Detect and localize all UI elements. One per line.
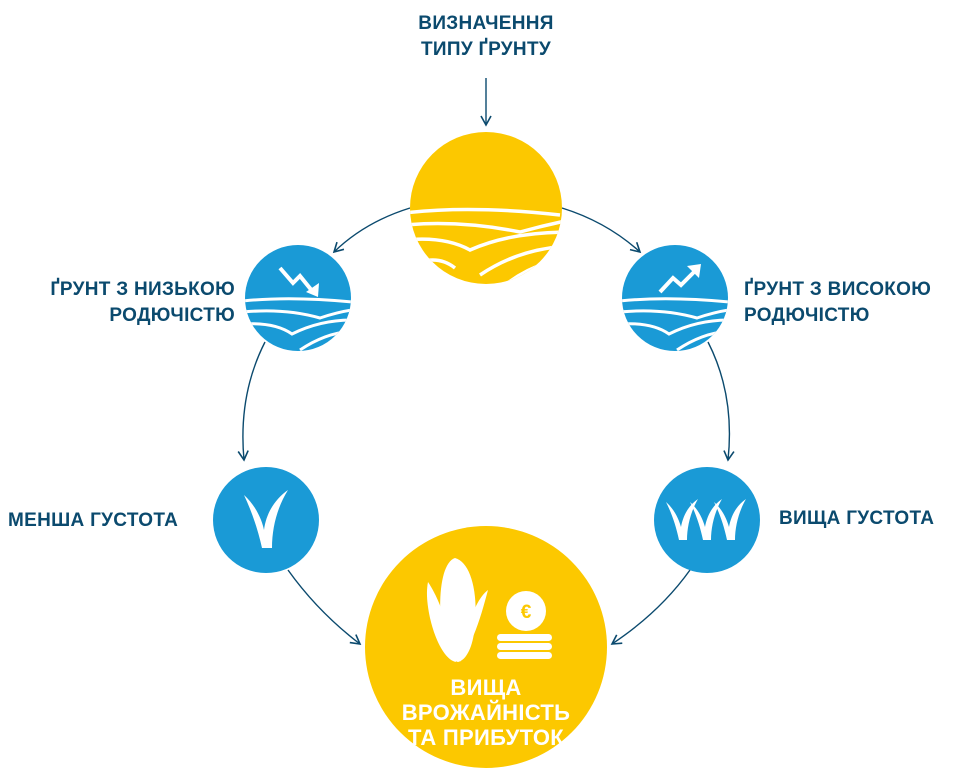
low-soil-node: [245, 245, 351, 351]
arrow-high-soil-to-high-density: [707, 341, 735, 462]
start-label: ВИЗНАЧЕННЯ ТИПУ ҐРУНТУ: [386, 11, 586, 63]
high-soil-node: [622, 245, 728, 351]
arrow-low-density-to-result: [287, 569, 362, 645]
result-label-line2: ВРОЖАЙНІСТЬ: [401, 700, 571, 725]
arrow-low-soil-to-low-density: [237, 341, 266, 462]
three-plants-icon: [666, 499, 746, 540]
low-soil-label: ҐРУНТ З НИЗЬКОЮ РОДЮЧІСТЮ: [10, 277, 235, 329]
fields-trend-down-icon: [245, 266, 351, 351]
start-label-line1: ВИЗНАЧЕННЯ: [418, 13, 554, 34]
high-soil-label-line1: ҐРУНТ З ВИСОКОЮ: [744, 279, 932, 300]
arrow-start-to-high-soil: [561, 207, 642, 254]
result-node: €: [365, 526, 607, 768]
arrow-start-to-low-soil: [332, 207, 411, 254]
low-density-label: МЕНША ГУСТОТА: [8, 510, 179, 531]
result-label-line3: ТА ПРИБУТОК: [407, 725, 565, 750]
low-soil-label-line1: ҐРУНТ З НИЗЬКОЮ: [50, 279, 235, 300]
single-plant-icon: [244, 490, 288, 548]
connectors: [237, 78, 735, 645]
high-soil-label-line2: РОДЮЧІСТЮ: [744, 305, 870, 326]
corn-icon: [426, 558, 488, 662]
euro-coins-icon: €: [497, 591, 552, 659]
fields-trend-up-icon: [622, 264, 728, 351]
high-density-node: [654, 467, 760, 573]
low-soil-label-line2: РОДЮЧІСТЮ: [109, 305, 235, 326]
low-density-node: [213, 467, 319, 573]
arrow-high-density-to-result: [610, 569, 691, 645]
result-label-line1: ВИЩА: [450, 675, 522, 700]
start-label-line2: ТИПУ ҐРУНТУ: [421, 39, 551, 60]
high-soil-label: ҐРУНТ З ВИСОКОЮ РОДЮЧІСТЮ: [744, 277, 954, 329]
svg-text:€: €: [521, 602, 532, 623]
result-label: ВИЩА ВРОЖАЙНІСТЬ ТА ПРИБУТОК: [386, 675, 586, 750]
start-node: [410, 132, 562, 284]
high-density-label: ВИЩА ГУСТОТА: [779, 508, 935, 529]
